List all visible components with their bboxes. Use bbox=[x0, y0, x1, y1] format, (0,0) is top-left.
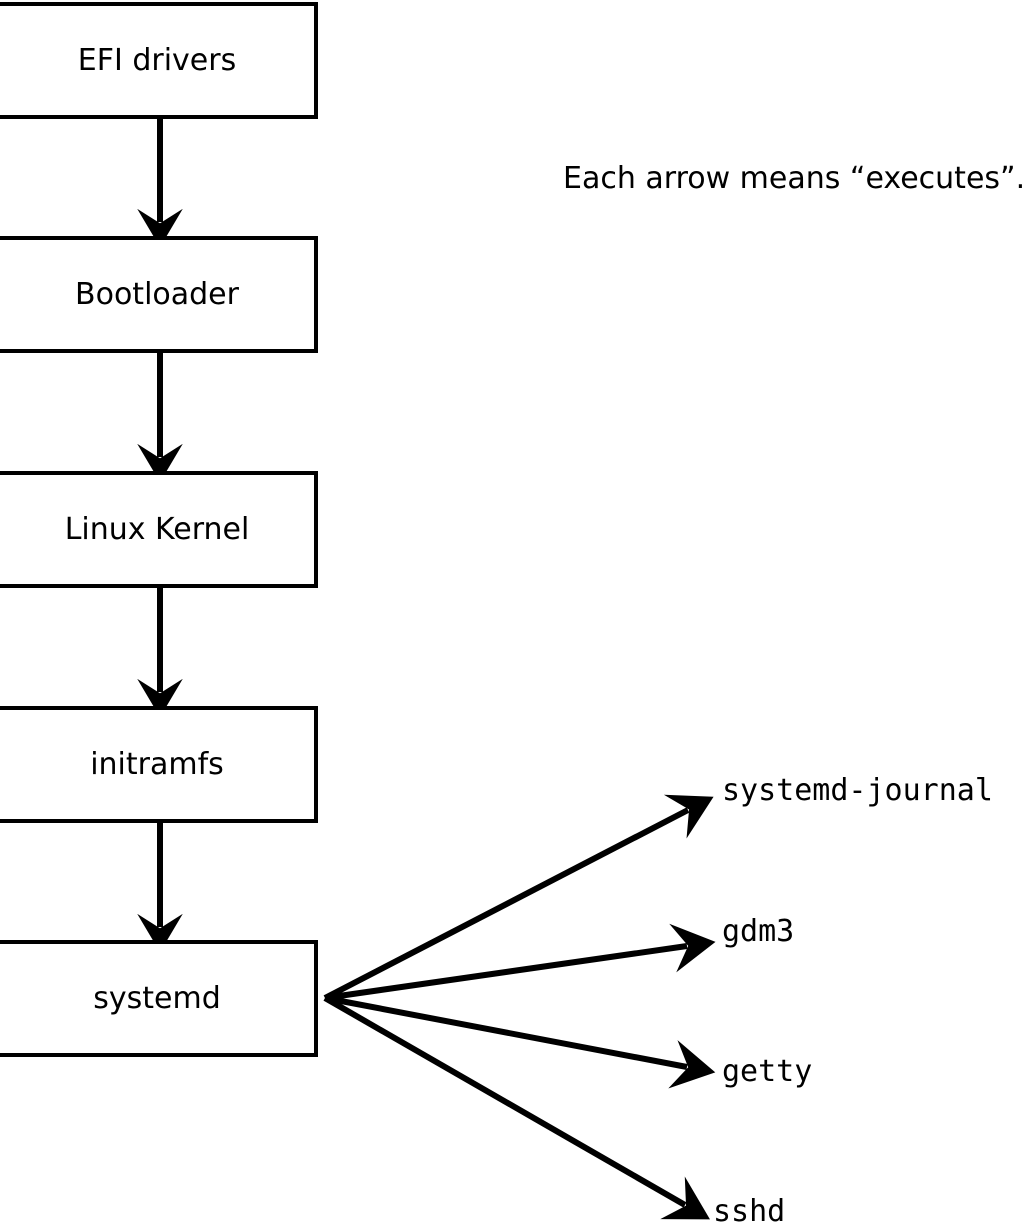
stage-label-bootloader: Bootloader bbox=[75, 276, 239, 312]
diagram-caption: Each arrow means “executes”. bbox=[563, 161, 1023, 196]
fan-arrow-gdm3 bbox=[324, 923, 716, 1001]
service-label-sshd[interactable]: sshd bbox=[713, 1194, 786, 1229]
stage-box-linux-kernel[interactable]: Linux Kernel bbox=[0, 471, 318, 588]
service-label-getty[interactable]: getty bbox=[722, 1054, 813, 1089]
stage-box-systemd[interactable]: systemd bbox=[0, 940, 318, 1057]
fan-arrow-getty bbox=[324, 995, 716, 1089]
service-label-systemd-journal[interactable]: systemd-journal bbox=[722, 773, 993, 808]
stage-box-efi-drivers[interactable]: EFI drivers bbox=[0, 2, 318, 119]
stage-label-systemd: systemd bbox=[93, 980, 221, 1016]
stage-box-initramfs[interactable]: initramfs bbox=[0, 706, 318, 823]
stage-label-linux-kernel: Linux Kernel bbox=[64, 511, 250, 547]
stage-box-bootloader[interactable]: Bootloader bbox=[0, 236, 318, 353]
stage-label-efi-drivers: EFI drivers bbox=[77, 42, 237, 78]
fan-arrow-systemd-journal bbox=[323, 794, 714, 1001]
fan-arrow-sshd bbox=[323, 995, 710, 1220]
service-label-gdm3[interactable]: gdm3 bbox=[722, 914, 795, 949]
stage-label-initramfs: initramfs bbox=[90, 746, 224, 782]
